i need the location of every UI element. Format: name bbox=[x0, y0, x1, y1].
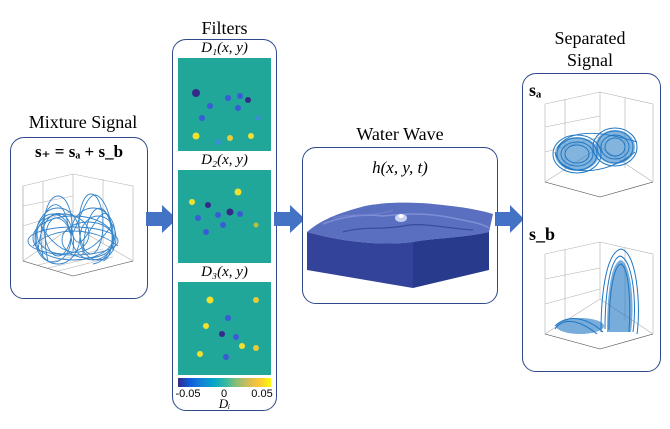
sb-3d-plot bbox=[544, 241, 654, 350]
arrow-filters-to-water bbox=[274, 205, 305, 233]
colorbar-label: Dᵢ bbox=[218, 396, 231, 411]
water-title: Water Wave bbox=[356, 124, 444, 144]
colorbar bbox=[178, 378, 271, 387]
sa-label: sₐ bbox=[529, 80, 542, 100]
separated-title-line2: Signal bbox=[566, 50, 613, 70]
mixture-3d-plot bbox=[22, 173, 134, 277]
separated-panel: sₐ s_b bbox=[522, 73, 661, 372]
d3-label: D₃(x, y) bbox=[201, 264, 248, 280]
arrow-water-to-separated bbox=[495, 205, 524, 233]
d2-label: D₂(x, y) bbox=[201, 152, 248, 168]
water-panel: h(x, y, t) bbox=[302, 147, 498, 304]
separated-title-line1: Separated bbox=[554, 28, 626, 48]
colorbar-mid: 0 bbox=[220, 388, 228, 400]
sb-label: s_b bbox=[529, 224, 556, 244]
filter-d2-map bbox=[178, 170, 271, 263]
filter-d1-map bbox=[178, 58, 271, 151]
mixture-panel: s₊ = sₐ + s_b bbox=[10, 137, 148, 299]
d1-label: D₁(x, y) bbox=[201, 40, 248, 56]
colorbar-max: 0.05 bbox=[251, 388, 273, 400]
sa-3d-plot bbox=[544, 91, 654, 198]
water-formula: h(x, y, t) bbox=[372, 158, 428, 177]
filters-panel: D₁(x, y) D₂(x, y) D₃(x, y) bbox=[172, 39, 277, 411]
mixture-equation: s₊ = sₐ + s_b bbox=[34, 142, 124, 161]
mixture-title: Mixture Signal bbox=[28, 112, 138, 132]
water-surface-block bbox=[307, 202, 493, 288]
filter-d3-map bbox=[178, 282, 271, 375]
arrow-mixture-to-filters bbox=[146, 205, 177, 233]
filters-title: Filters bbox=[201, 18, 248, 38]
colorbar-min: -0.05 bbox=[175, 388, 201, 400]
